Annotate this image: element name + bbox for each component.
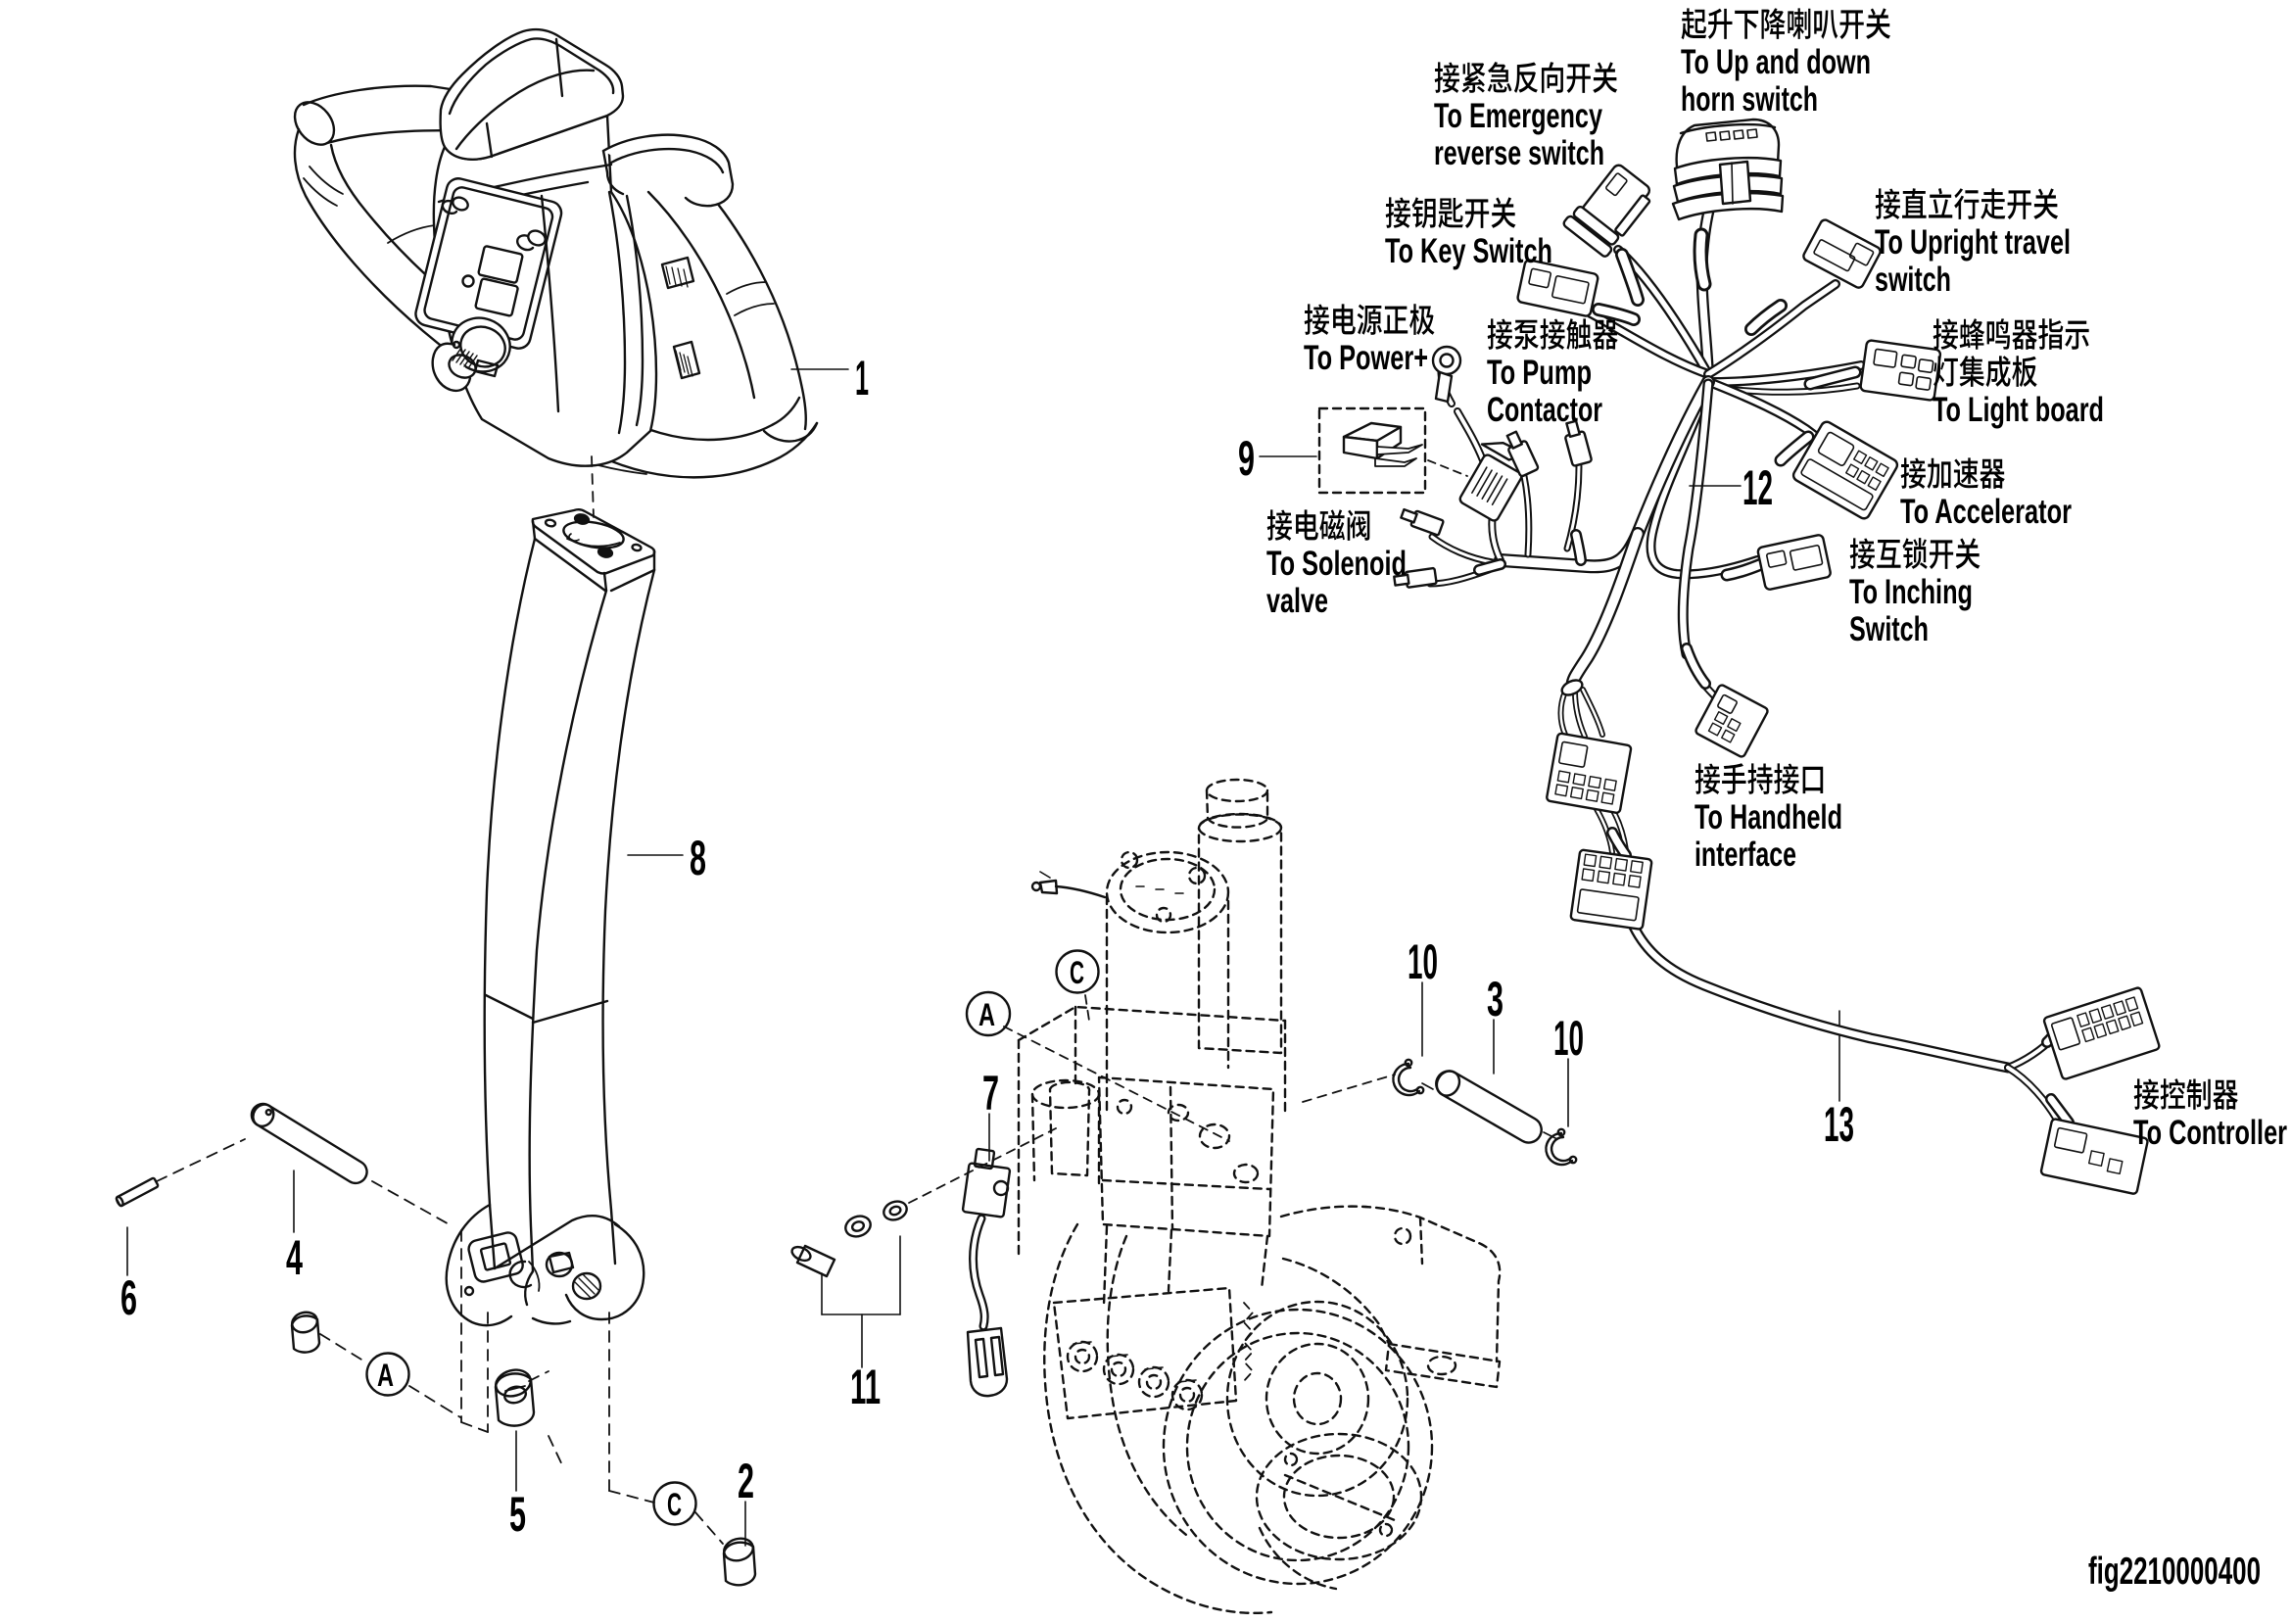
svg-text:To Solenoid: To Solenoid [1266,545,1407,583]
svg-text:To Accelerator: To Accelerator [1900,493,2072,531]
svg-text:To Power+: To Power+ [1304,339,1428,377]
svg-text:13: 13 [1824,1097,1854,1152]
svg-text:To Upright travel: To Upright travel [1875,223,2071,262]
svg-text:horn switch: horn switch [1681,80,1818,119]
svg-text:To Key Switch: To Key Switch [1385,232,1552,270]
svg-text:reverse switch: reverse switch [1434,134,1604,172]
svg-text:10: 10 [1408,934,1438,989]
svg-text:Contactor: Contactor [1487,391,1602,429]
svg-text:switch: switch [1875,261,1951,299]
svg-text:4: 4 [286,1230,303,1285]
svg-text:Switch: Switch [1849,610,1929,648]
svg-text:To Light board: To Light board [1933,391,2104,429]
svg-text:C: C [1070,955,1084,990]
svg-text:C: C [667,1487,682,1522]
svg-text:6: 6 [120,1270,137,1325]
svg-text:To Emergency: To Emergency [1434,97,1602,135]
svg-text:9: 9 [1238,431,1255,486]
svg-text:To Handheld: To Handheld [1694,798,1842,836]
svg-text:2: 2 [738,1454,754,1508]
svg-text:To Up and down: To Up and down [1681,43,1871,81]
svg-text:12: 12 [1742,460,1773,515]
svg-text:To Controller: To Controller [2133,1114,2287,1152]
svg-text:1: 1 [855,351,869,406]
svg-text:To Pump: To Pump [1487,354,1592,392]
svg-text:10: 10 [1553,1011,1584,1066]
svg-text:A: A [978,997,995,1032]
svg-text:fig2210000400: fig2210000400 [2088,1551,2261,1593]
svg-text:5: 5 [509,1487,526,1542]
svg-text:11: 11 [850,1360,881,1414]
svg-text:To Inching: To Inching [1849,573,1973,611]
svg-text:8: 8 [690,831,706,885]
svg-text:A: A [377,1358,394,1393]
svg-text:7: 7 [982,1066,999,1121]
svg-text:3: 3 [1487,972,1503,1027]
svg-text:interface: interface [1694,836,1796,874]
svg-text:valve: valve [1266,582,1328,620]
